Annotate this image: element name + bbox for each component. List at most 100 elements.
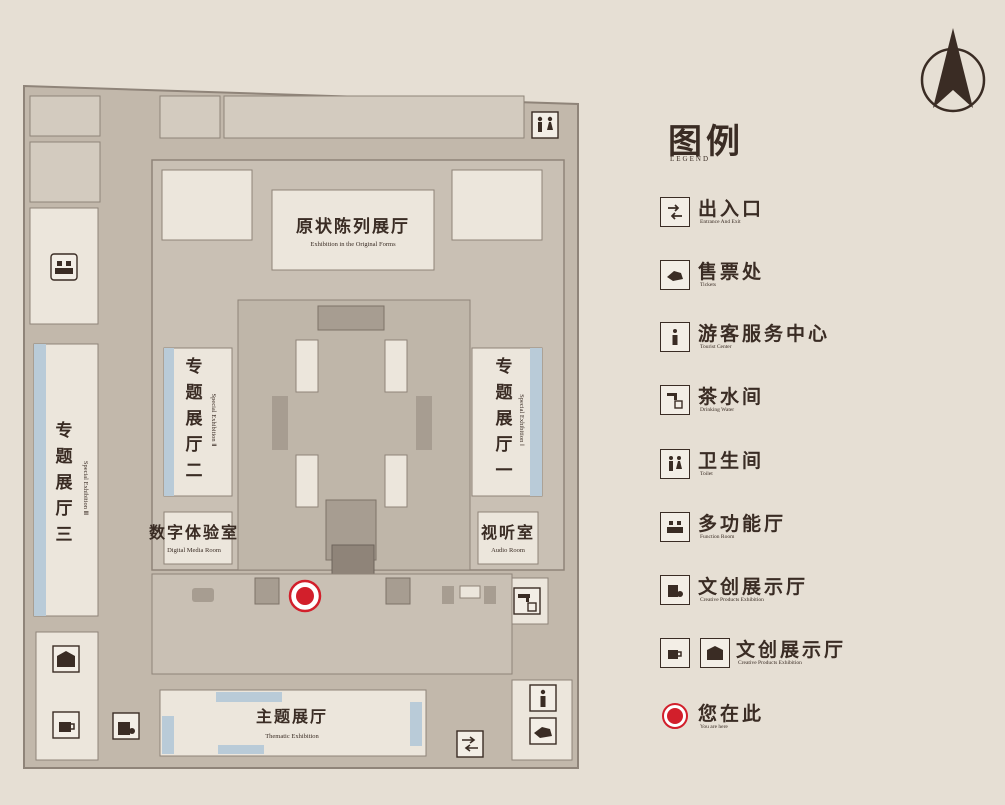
top-room bbox=[223, 95, 525, 139]
room-special-3-char: 三 bbox=[56, 525, 73, 545]
toilet-icon bbox=[660, 449, 690, 479]
room-digital-sublabel: Digital Media Room bbox=[167, 547, 221, 554]
room-audio bbox=[477, 511, 539, 565]
legend-title: 图例 bbox=[668, 122, 744, 162]
hall-pillar bbox=[295, 454, 319, 508]
cafe-book-icon bbox=[52, 645, 80, 673]
room-special-3-char: 展 bbox=[56, 473, 73, 493]
legend-item-sublabel: Tickets bbox=[700, 282, 716, 288]
creative-shop-icon bbox=[112, 712, 140, 740]
room-special-1-char: 展 bbox=[496, 409, 513, 429]
room-special-1-label: 专 题 展 厅 一 bbox=[496, 356, 514, 481]
book-icon bbox=[700, 638, 730, 668]
room-digital bbox=[163, 511, 233, 565]
window bbox=[164, 348, 174, 496]
room-special-2-label: 专 题 展 厅 二 bbox=[186, 356, 204, 481]
room-original-sublabel: Exhibition in the Original Forms bbox=[310, 241, 396, 248]
lobby-bench bbox=[192, 588, 214, 602]
room-special-1-char: 题 bbox=[496, 383, 514, 403]
hall-pillar bbox=[317, 305, 385, 331]
info-icon bbox=[660, 322, 690, 352]
room-thematic-label: 主题展厅 bbox=[256, 707, 328, 726]
window bbox=[216, 692, 282, 702]
top-room bbox=[29, 141, 101, 203]
top-room bbox=[29, 95, 101, 137]
hall-pillar bbox=[272, 396, 288, 450]
room-special-1-char: 专 bbox=[496, 356, 513, 377]
window bbox=[218, 745, 264, 754]
room-special-2-char: 厅 bbox=[186, 435, 203, 455]
entrance-exit-icon bbox=[660, 197, 690, 227]
side-wing bbox=[161, 169, 253, 241]
legend-item-label: 出入口 bbox=[698, 198, 765, 220]
window bbox=[34, 344, 46, 616]
legend-item-sublabel: Toilet bbox=[700, 471, 713, 477]
room-original bbox=[271, 189, 435, 271]
north-arrow-icon bbox=[920, 28, 986, 113]
room-special-3-label: 专 题 展 厅 三 bbox=[56, 420, 74, 545]
hall-pillar bbox=[416, 396, 432, 450]
legend-item-label: 茶水间 bbox=[698, 386, 765, 408]
window bbox=[410, 702, 422, 746]
entrance-exit-icon[interactable] bbox=[456, 730, 484, 758]
legend-item-label: 您在此 bbox=[698, 703, 765, 725]
legend-item-sublabel: Tourist Center bbox=[700, 344, 732, 350]
room-special-3-char: 题 bbox=[56, 447, 74, 467]
legend-item-sublabel: Drinking Water bbox=[700, 407, 735, 413]
room-thematic-sublabel: Thematic Exhibition bbox=[265, 733, 319, 740]
hall-pillar bbox=[295, 339, 319, 393]
legend-subtitle: LEGEND bbox=[670, 155, 710, 163]
room-digital-label: 数字体验室 bbox=[149, 523, 239, 542]
room-special-2-char: 二 bbox=[186, 461, 203, 481]
hall-pillar bbox=[384, 339, 408, 393]
side-wing bbox=[451, 169, 543, 241]
room-special-1-char: 一 bbox=[496, 461, 513, 481]
room-special-2 bbox=[163, 347, 233, 497]
legend-item-label: 售票处 bbox=[698, 261, 765, 283]
you-are-here-icon bbox=[662, 703, 688, 729]
legend-item-label: 卫生间 bbox=[698, 450, 765, 472]
room-audio-label: 视听室 bbox=[481, 523, 535, 542]
creative-shop-icon bbox=[660, 575, 690, 605]
water-tap-icon bbox=[660, 385, 690, 415]
legend-item-sublabel: Entrance And Exit bbox=[700, 219, 741, 225]
ticket-icon bbox=[529, 717, 557, 745]
cafe-icon bbox=[660, 638, 690, 668]
legend-item-sublabel: Creative Products Exhibition bbox=[700, 597, 764, 603]
top-room bbox=[159, 95, 221, 139]
room-special-1-char: 厅 bbox=[496, 435, 513, 455]
legend-item-sublabel: Creative Products Exhibition bbox=[738, 660, 802, 666]
window bbox=[530, 348, 542, 496]
room-special-2-char: 展 bbox=[186, 409, 203, 429]
ticket-icon bbox=[660, 260, 690, 290]
room-special-2-sublabel: Special Exhibition Ⅱ bbox=[210, 393, 217, 446]
window bbox=[162, 716, 174, 754]
legend-item-sublabel: Function Room bbox=[700, 534, 735, 540]
room-special-3-char: 专 bbox=[56, 420, 73, 441]
legend-item-sublabel: You are here bbox=[700, 724, 728, 730]
room-special-3-sublabel: Special Exhibition Ⅲ bbox=[82, 461, 89, 516]
info-icon bbox=[529, 684, 557, 712]
lobby-seat bbox=[385, 577, 411, 605]
room-thematic bbox=[159, 689, 427, 757]
room-special-2-char: 专 bbox=[186, 356, 203, 377]
lobby-seat bbox=[254, 577, 280, 605]
room-audio-sublabel: Audio Room bbox=[491, 547, 525, 554]
water-tap-icon bbox=[513, 587, 541, 615]
room-special-1-sublabel: Special Exhibition Ⅰ bbox=[518, 394, 525, 446]
legend-item-label: 文创展示厅 bbox=[736, 639, 847, 661]
toilet-icon bbox=[531, 111, 559, 139]
cafe-icon bbox=[52, 711, 80, 739]
lobby-desk bbox=[459, 585, 481, 599]
room-original-label: 原状陈列展厅 bbox=[296, 216, 410, 237]
legend-item-label: 文创展示厅 bbox=[698, 576, 809, 598]
function-room-icon bbox=[50, 253, 78, 281]
lobby-bench bbox=[442, 586, 454, 604]
room-special-3-char: 厅 bbox=[56, 499, 73, 519]
you-are-here-marker bbox=[288, 579, 322, 613]
hall-pillar bbox=[384, 454, 408, 508]
room-special-2-char: 题 bbox=[186, 383, 204, 403]
lobby-bench bbox=[484, 586, 496, 604]
function-room-icon bbox=[660, 512, 690, 542]
